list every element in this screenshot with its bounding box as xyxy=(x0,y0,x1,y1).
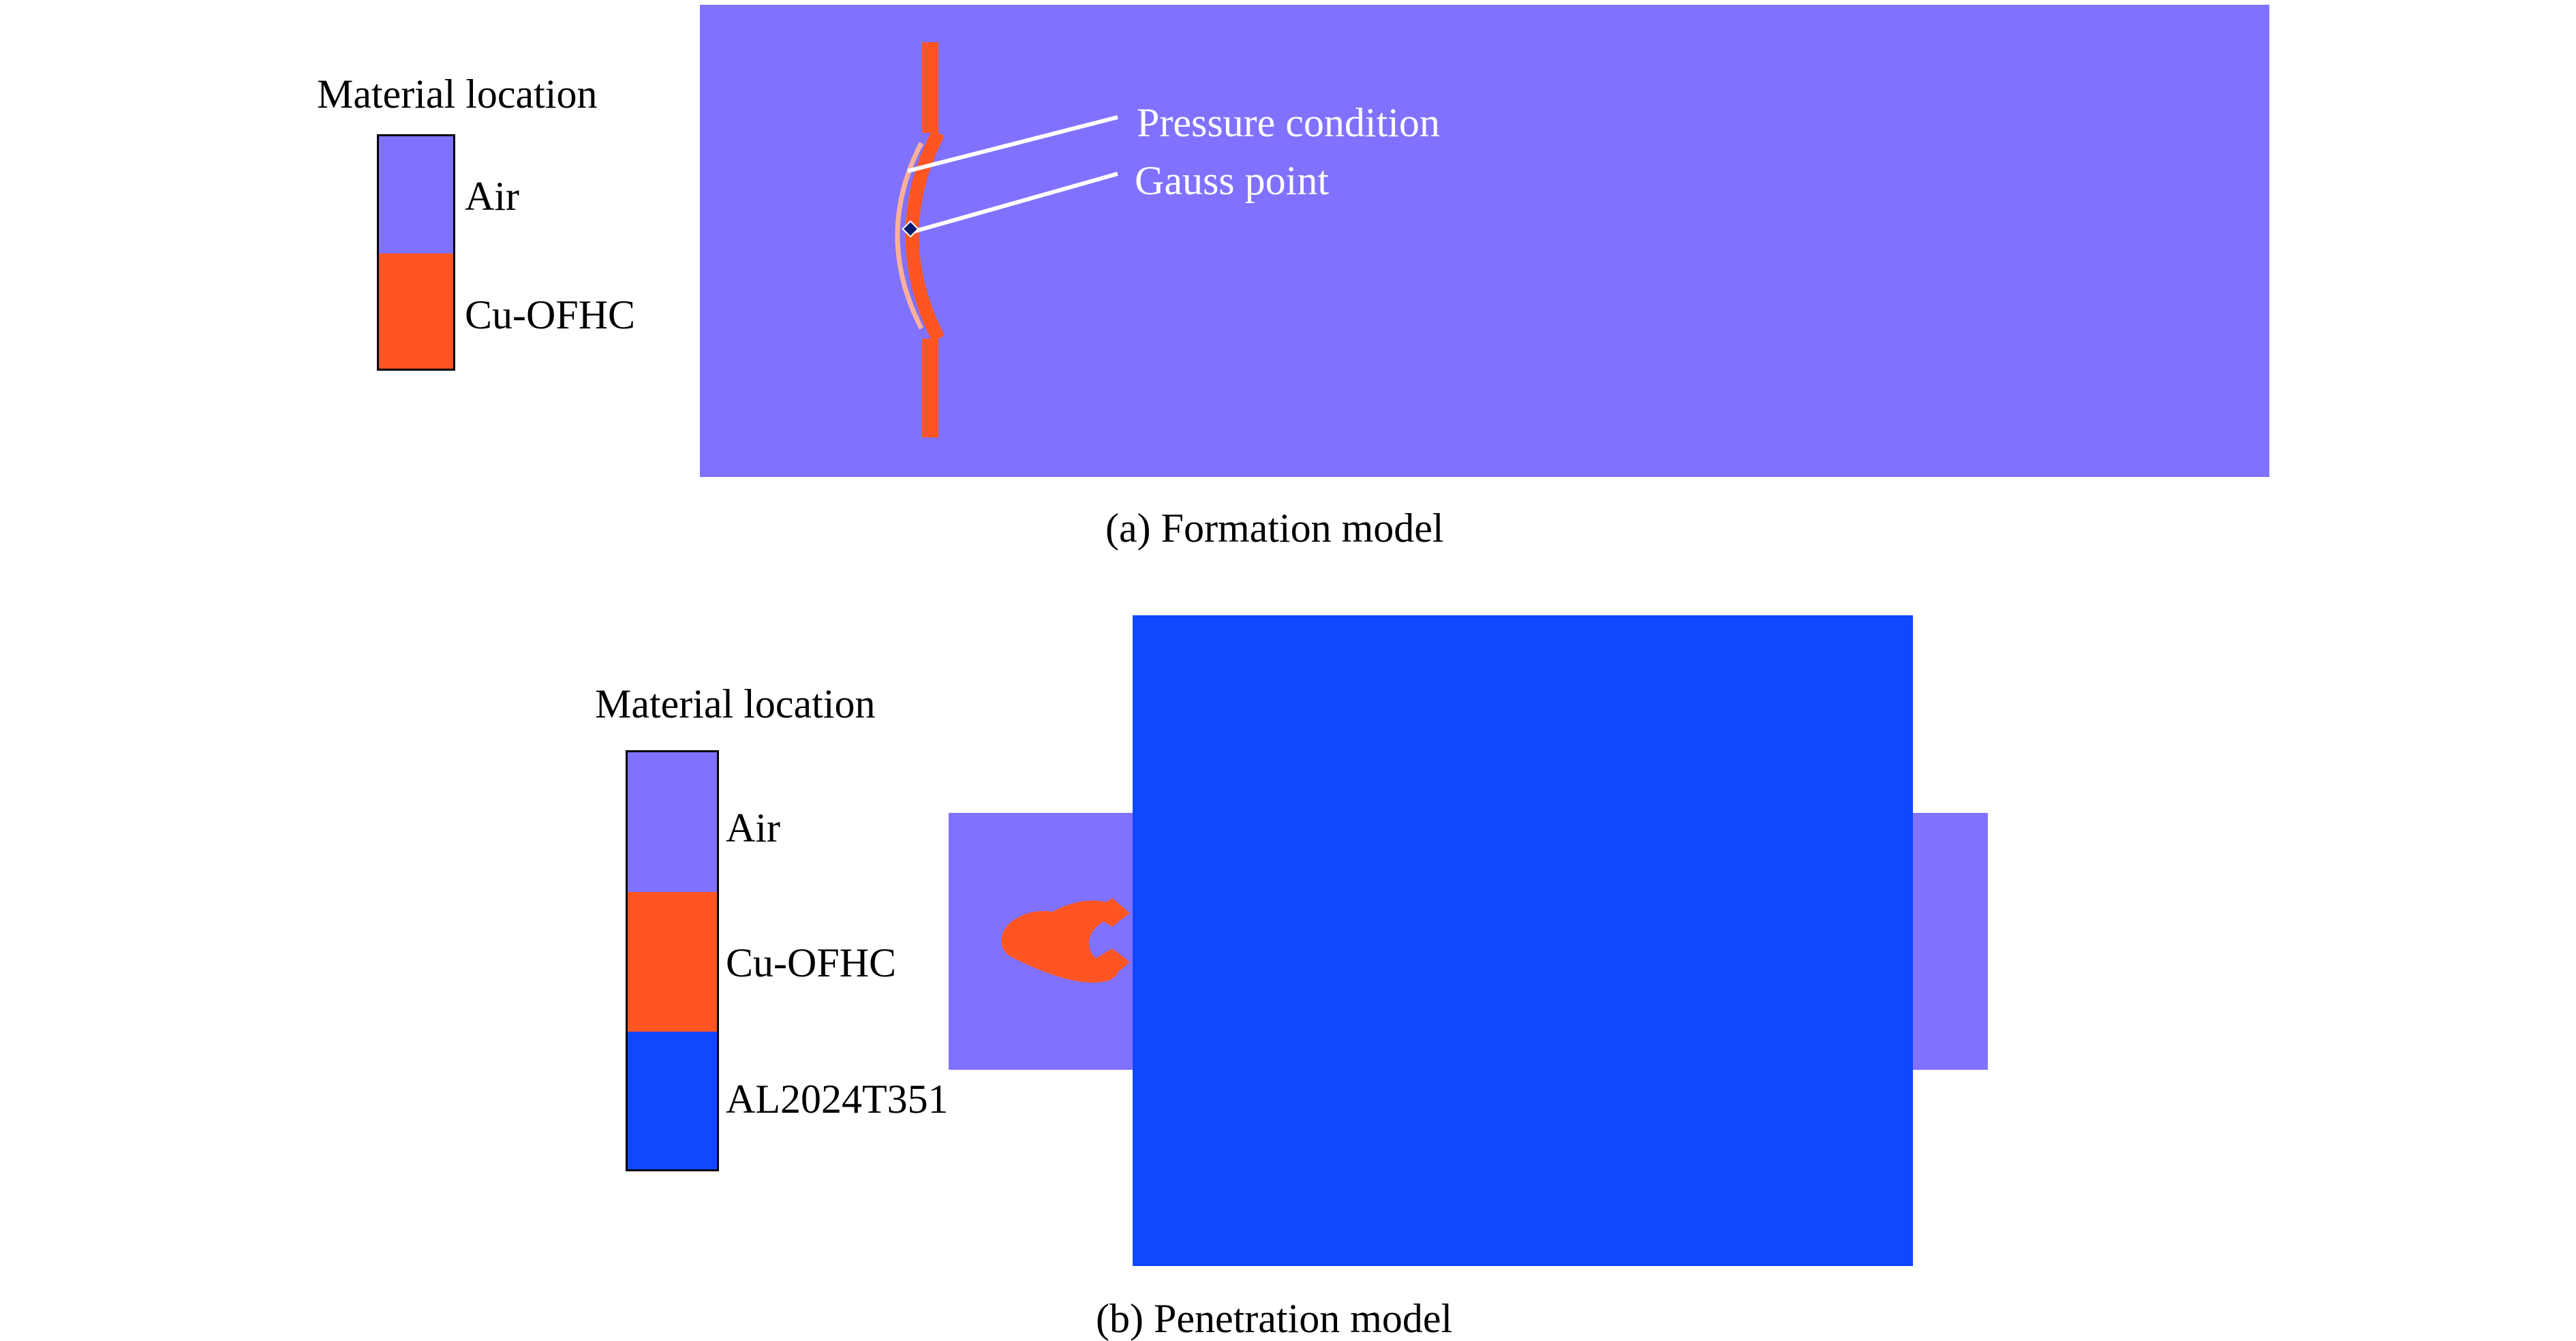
jet-slug xyxy=(1001,900,1118,983)
legend-title: Material location xyxy=(317,72,598,117)
jet-tip-lower xyxy=(1089,949,1130,977)
legend-swatch-cu-ofhc xyxy=(628,892,717,1032)
legend-swatch-air xyxy=(379,136,453,253)
pressure-condition-label: Pressure condition xyxy=(1137,100,1440,145)
shell-lower-wall xyxy=(922,339,938,437)
pressure-boundary-arc xyxy=(895,142,924,330)
legend-label-cu-ofhc: Cu-OFHC xyxy=(726,940,897,985)
legend-color-bar xyxy=(377,134,455,371)
legend-title: Material location xyxy=(595,681,876,726)
caption-formation-model: (a) Formation model xyxy=(1105,506,1444,551)
legend-swatch-cu-ofhc xyxy=(379,253,453,369)
legend-label-air: Air xyxy=(726,805,780,850)
formation-air-domain xyxy=(700,5,2269,477)
legend-label-al2024t351: AL2024T351 xyxy=(726,1077,949,1122)
shell-upper-wall xyxy=(922,42,938,133)
pressure-leader-line xyxy=(907,115,1118,173)
aluminum-target xyxy=(1133,615,1913,1266)
jet-tip-upper xyxy=(1089,898,1130,927)
legend-swatch-air xyxy=(628,752,717,892)
caption-penetration-model: (b) Penetration model xyxy=(1096,1296,1453,1341)
gauss-point-label: Gauss point xyxy=(1135,158,1329,203)
legend-swatch-al2024t351 xyxy=(628,1032,717,1169)
legend-label-cu-ofhc: Cu-OFHC xyxy=(465,292,636,337)
gauss-leader-line xyxy=(913,172,1118,234)
legend-label-air: Air xyxy=(465,174,519,219)
legend-color-bar xyxy=(626,750,719,1171)
gauss-point-marker xyxy=(902,220,919,238)
